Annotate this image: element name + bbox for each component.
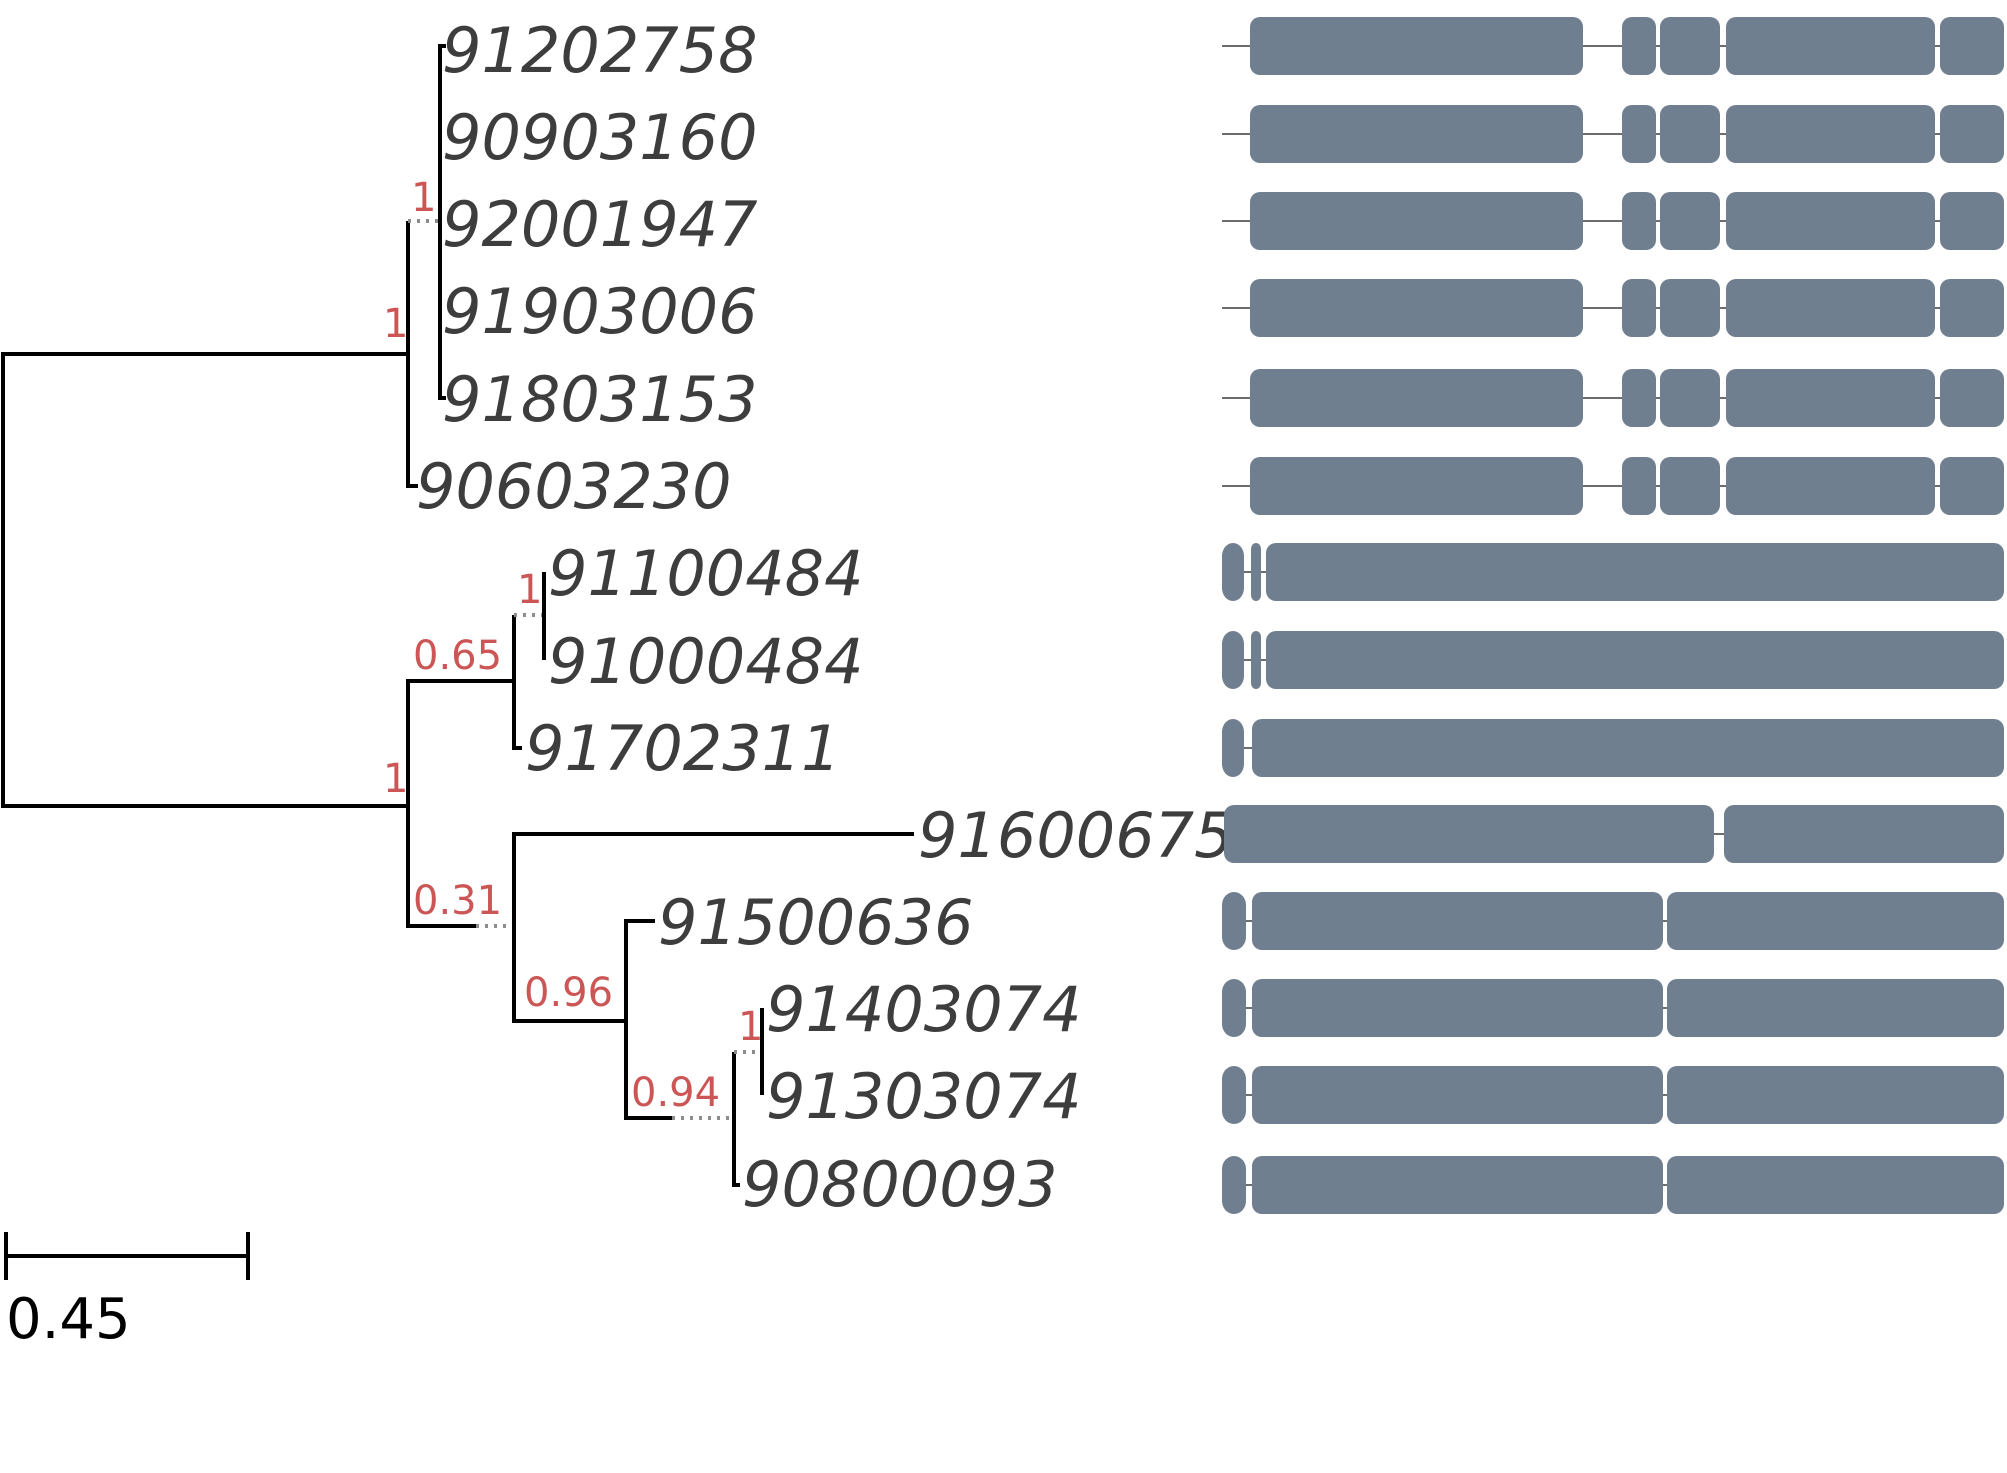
leaf-label: 91000484 [548, 625, 864, 698]
leaf-labels: 91202758 90903160 92001947 91903006 9180… [416, 14, 1234, 1221]
exon-block [1250, 369, 1583, 427]
gene-model-91100484 [1222, 543, 2004, 601]
exon-block [1660, 279, 1720, 337]
exon-block [1667, 979, 2004, 1037]
leaf-label: 91903006 [442, 275, 758, 348]
exon-block [1252, 979, 1663, 1037]
exon-block [1667, 1066, 2004, 1124]
exon-block [1940, 105, 2004, 163]
gene-model-90603230 [1222, 457, 2004, 515]
exon-block [1940, 457, 2004, 515]
exon-block [1266, 631, 2004, 689]
leaf-label: 91303074 [766, 1060, 1082, 1133]
exon-block [1667, 1156, 2004, 1214]
exon-block [1250, 192, 1583, 250]
exon-block [1250, 17, 1583, 75]
support-value: 0.31 [413, 878, 502, 924]
gene-model-91500636 [1222, 892, 2004, 950]
exon-block [1622, 105, 1656, 163]
tree-branches [1, 44, 914, 1187]
exon-block [1660, 192, 1720, 250]
exon-block [1266, 543, 2004, 601]
leaf-label: 91600675 [918, 799, 1234, 872]
exon-block [1940, 17, 2004, 75]
exon-block [1252, 1066, 1663, 1124]
gene-model-91303074 [1222, 1066, 2004, 1124]
support-value: 1 [383, 301, 408, 347]
support-value: 0.96 [524, 970, 613, 1016]
exon-block [1940, 192, 2004, 250]
exon-block [1222, 892, 1246, 950]
exon-block [1940, 369, 2004, 427]
exon-block [1726, 369, 1935, 427]
exon-block [1622, 17, 1656, 75]
exon-block [1252, 1156, 1663, 1214]
gene-model-90800093 [1222, 1156, 2004, 1214]
leaf-label: 91100484 [548, 537, 864, 610]
exon-block [1622, 279, 1656, 337]
exon-block [1250, 457, 1583, 515]
exon-block [1222, 1066, 1246, 1124]
support-value: 1 [517, 567, 542, 613]
support-value: 0.65 [413, 633, 502, 679]
gene-model-90903160 [1222, 105, 2004, 163]
exon-block [1622, 192, 1656, 250]
exon-block [1726, 192, 1935, 250]
exon-block [1940, 279, 2004, 337]
scale-bar: 0.45 [4, 1232, 250, 1352]
gene-model-91600675 [1224, 805, 2004, 863]
exon-block [1222, 719, 1244, 777]
exon-block [1252, 719, 2004, 777]
exon-block [1726, 105, 1935, 163]
exon-block [1222, 543, 1244, 601]
gene-model-91202758 [1222, 17, 2004, 75]
exon-block [1222, 979, 1246, 1037]
exon-block [1622, 457, 1656, 515]
leaf-label: 90603230 [416, 450, 732, 523]
leaf-label: 90903160 [442, 101, 758, 174]
exon-block [1660, 369, 1720, 427]
exon-block [1222, 1156, 1246, 1214]
gene-model-91000484 [1222, 631, 2004, 689]
exon-block [1660, 17, 1720, 75]
leaf-label: 91500636 [658, 886, 974, 959]
leaf-label: 91803153 [442, 363, 758, 436]
support-value: 1 [738, 1004, 763, 1050]
exon-block [1660, 457, 1720, 515]
leaf-label: 91403074 [766, 973, 1082, 1046]
gene-model-91803153 [1222, 369, 2004, 427]
leaf-label: 91702311 [525, 712, 841, 785]
support-value: 0.94 [631, 1070, 720, 1116]
gene-model-91403074 [1222, 979, 2004, 1037]
leaf-label: 92001947 [442, 188, 758, 261]
gene-model-91903006 [1222, 279, 2004, 337]
exon-block [1224, 805, 1714, 863]
leaf-label: 90800093 [742, 1148, 1058, 1221]
scale-bar-label: 0.45 [6, 1287, 131, 1352]
gene-model-91702311 [1222, 719, 2004, 777]
support-value: 1 [411, 175, 436, 221]
support-value: 1 [383, 756, 408, 802]
exon-block [1667, 892, 2004, 950]
gene-models [1222, 17, 2004, 1214]
exon-block [1726, 457, 1935, 515]
exon-block [1252, 892, 1663, 950]
exon-block [1250, 105, 1583, 163]
exon-block [1726, 17, 1935, 75]
exon-block [1726, 279, 1935, 337]
exon-block [1251, 543, 1261, 601]
exon-block [1251, 631, 1261, 689]
exon-block [1724, 805, 2004, 863]
exon-block [1660, 105, 1720, 163]
exon-block [1622, 369, 1656, 427]
gene-model-92001947 [1222, 192, 2004, 250]
leaf-label: 91202758 [442, 14, 758, 87]
support-values: 1 1 1 0.65 1 0.31 0.96 1 0.94 [383, 175, 763, 1116]
exon-block [1250, 279, 1583, 337]
exon-block [1222, 631, 1244, 689]
